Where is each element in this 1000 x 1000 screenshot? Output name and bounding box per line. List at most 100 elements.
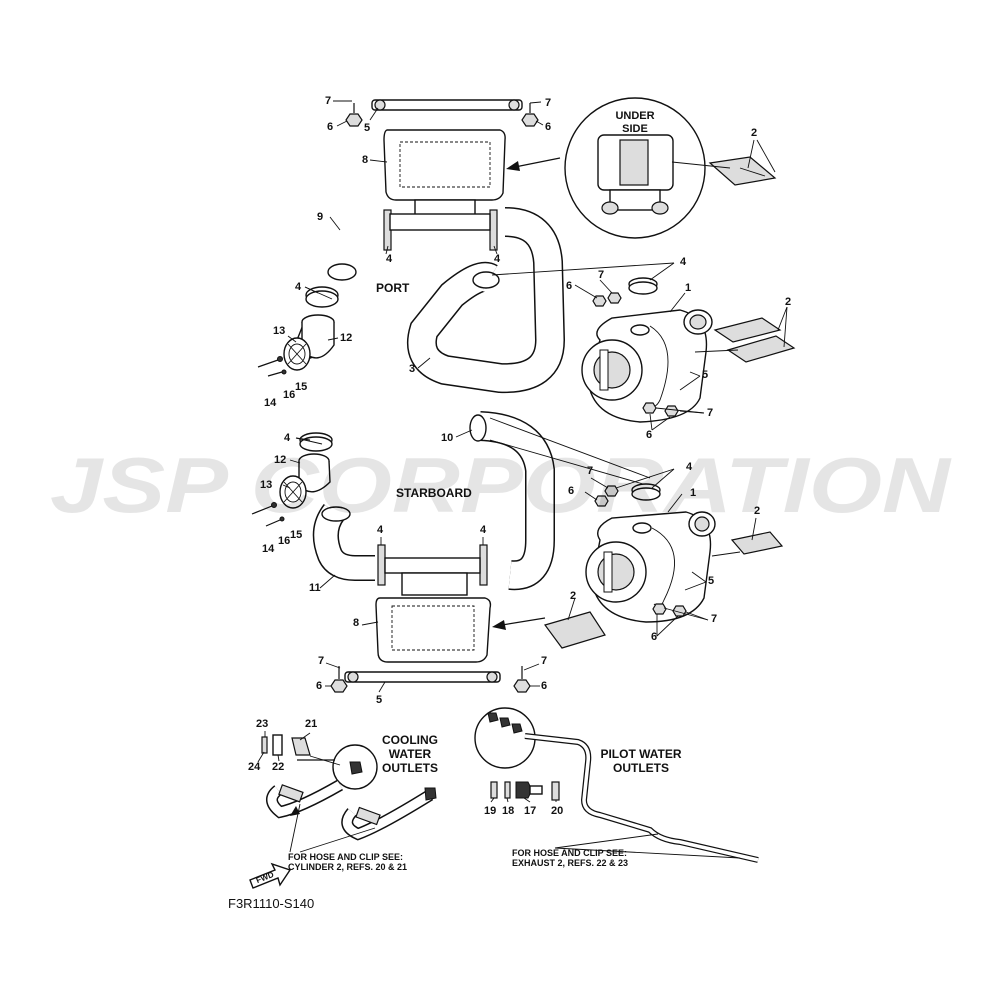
callout-11: 11 [309, 582, 321, 594]
callout-14: 14 [262, 543, 275, 555]
callout-6: 6 [545, 121, 552, 133]
callout-12: 12 [340, 332, 353, 344]
air-filter-top [581, 309, 713, 423]
exhaust-reference-note: FOR HOSE AND CLIP SEE: EXHAUST 2, REFS. … [512, 848, 629, 869]
callout-6: 6 [541, 680, 548, 692]
callout-15: 15 [290, 529, 303, 541]
nut-bottom-right [513, 666, 531, 693]
cooling-fitting-parts [261, 734, 341, 766]
clamp-band-b [489, 209, 498, 251]
leader-lines [257, 100, 788, 803]
clamp-ring-port [305, 286, 339, 308]
pilot-water-tube [524, 733, 759, 863]
callout-21: 21 [305, 718, 318, 730]
callout-7: 7 [598, 269, 605, 281]
callout-4: 4 [284, 432, 291, 444]
callout-7: 7 [587, 465, 594, 477]
callout-4: 4 [680, 256, 687, 268]
pad-bottom [544, 611, 606, 649]
callout-4: 4 [295, 281, 302, 293]
callout-24: 24 [248, 761, 261, 773]
clamp-ring-filter-starboard [631, 483, 661, 501]
nut-top-right [521, 103, 539, 127]
callout-14: 14 [264, 397, 277, 409]
callout-2: 2 [570, 590, 577, 602]
pilot-water-outlets-label: PILOT WATER OUTLETS [600, 747, 682, 775]
callout-16: 16 [283, 389, 296, 401]
callout-12: 12 [274, 454, 287, 466]
callout-1: 1 [690, 487, 697, 499]
callout-7: 7 [318, 655, 325, 667]
clamp-ring-filter-top [628, 277, 658, 295]
cooling-hose-b [341, 787, 437, 841]
forward-arrow [249, 862, 292, 889]
cooling-water-outlets-label: COOLING WATER OUTLETS [382, 733, 438, 775]
hose-elbow-port [314, 210, 380, 283]
callout-4: 4 [377, 524, 384, 536]
callout-19: 19 [484, 805, 497, 817]
fasteners-starboard-filter [594, 485, 687, 617]
callout-1: 1 [685, 282, 692, 294]
callout-4: 4 [386, 253, 393, 265]
callout-6: 6 [646, 429, 653, 441]
screws-starboard [251, 502, 285, 527]
clamp-band-c [377, 544, 386, 586]
callout-18: 18 [502, 805, 515, 817]
callout-23: 23 [256, 718, 269, 730]
callout-2: 2 [785, 296, 792, 308]
fasteners-top-filter [592, 292, 679, 417]
callout-3: 3 [409, 363, 416, 375]
callout-6: 6 [566, 280, 573, 292]
callout-5: 5 [364, 122, 371, 134]
callout-7: 7 [545, 97, 552, 109]
callout-17: 17 [524, 805, 537, 817]
callout-2: 2 [754, 505, 761, 517]
arrow-to-pad-bottom [492, 617, 546, 630]
port-label: PORT [376, 281, 410, 295]
hose-elbow-starboard [312, 504, 375, 581]
callout-13: 13 [260, 479, 273, 491]
pad-starboard-right [711, 531, 784, 557]
cylinder-reference-note: FOR HOSE AND CLIP SEE: CYLINDER 2, REFS.… [288, 852, 408, 873]
bracket-strap-bottom [344, 671, 501, 683]
callout-13: 13 [273, 325, 286, 337]
callout-22: 22 [272, 761, 285, 773]
pilot-fitting-parts [490, 781, 560, 801]
hose-long-starboard [469, 411, 555, 591]
cooling-outlet-detail-circle [332, 744, 378, 790]
callout-6: 6 [568, 485, 575, 497]
callout-4: 4 [494, 253, 501, 265]
callout-2: 2 [751, 127, 758, 139]
arrow-to-underside [506, 157, 561, 171]
silencer-box-bottom [375, 572, 492, 663]
bracket-strap-top [371, 99, 523, 111]
callout-9: 9 [317, 211, 324, 223]
flame-arrestor-cover-starboard [279, 475, 307, 509]
callout-7: 7 [711, 613, 718, 625]
elbow-fitting-starboard [298, 453, 331, 493]
under-side-label: UNDER SIDE [615, 110, 655, 135]
pad-top [708, 156, 777, 186]
underside-detail-circle [564, 97, 706, 239]
callout-5: 5 [376, 694, 383, 706]
callout-10: 10 [441, 432, 454, 444]
hose-long-port [406, 207, 566, 394]
callout-15: 15 [295, 381, 308, 393]
silencer-box-top [383, 129, 506, 223]
callout-4: 4 [686, 461, 693, 473]
callout-8: 8 [353, 617, 360, 629]
callout-5: 5 [708, 575, 715, 587]
screws-port [257, 356, 287, 377]
callout-16: 16 [278, 535, 291, 547]
callout-6: 6 [327, 121, 334, 133]
cooling-hose-a [266, 779, 343, 819]
flame-arrestor-cover-port [283, 337, 311, 371]
callout-6: 6 [651, 631, 658, 643]
callout-20: 20 [551, 805, 564, 817]
nut-top-left [345, 103, 363, 127]
callout-6: 6 [316, 680, 323, 692]
starboard-label: STARBOARD [396, 486, 472, 500]
callout-7: 7 [541, 655, 548, 667]
clamp-band-d [479, 544, 488, 586]
